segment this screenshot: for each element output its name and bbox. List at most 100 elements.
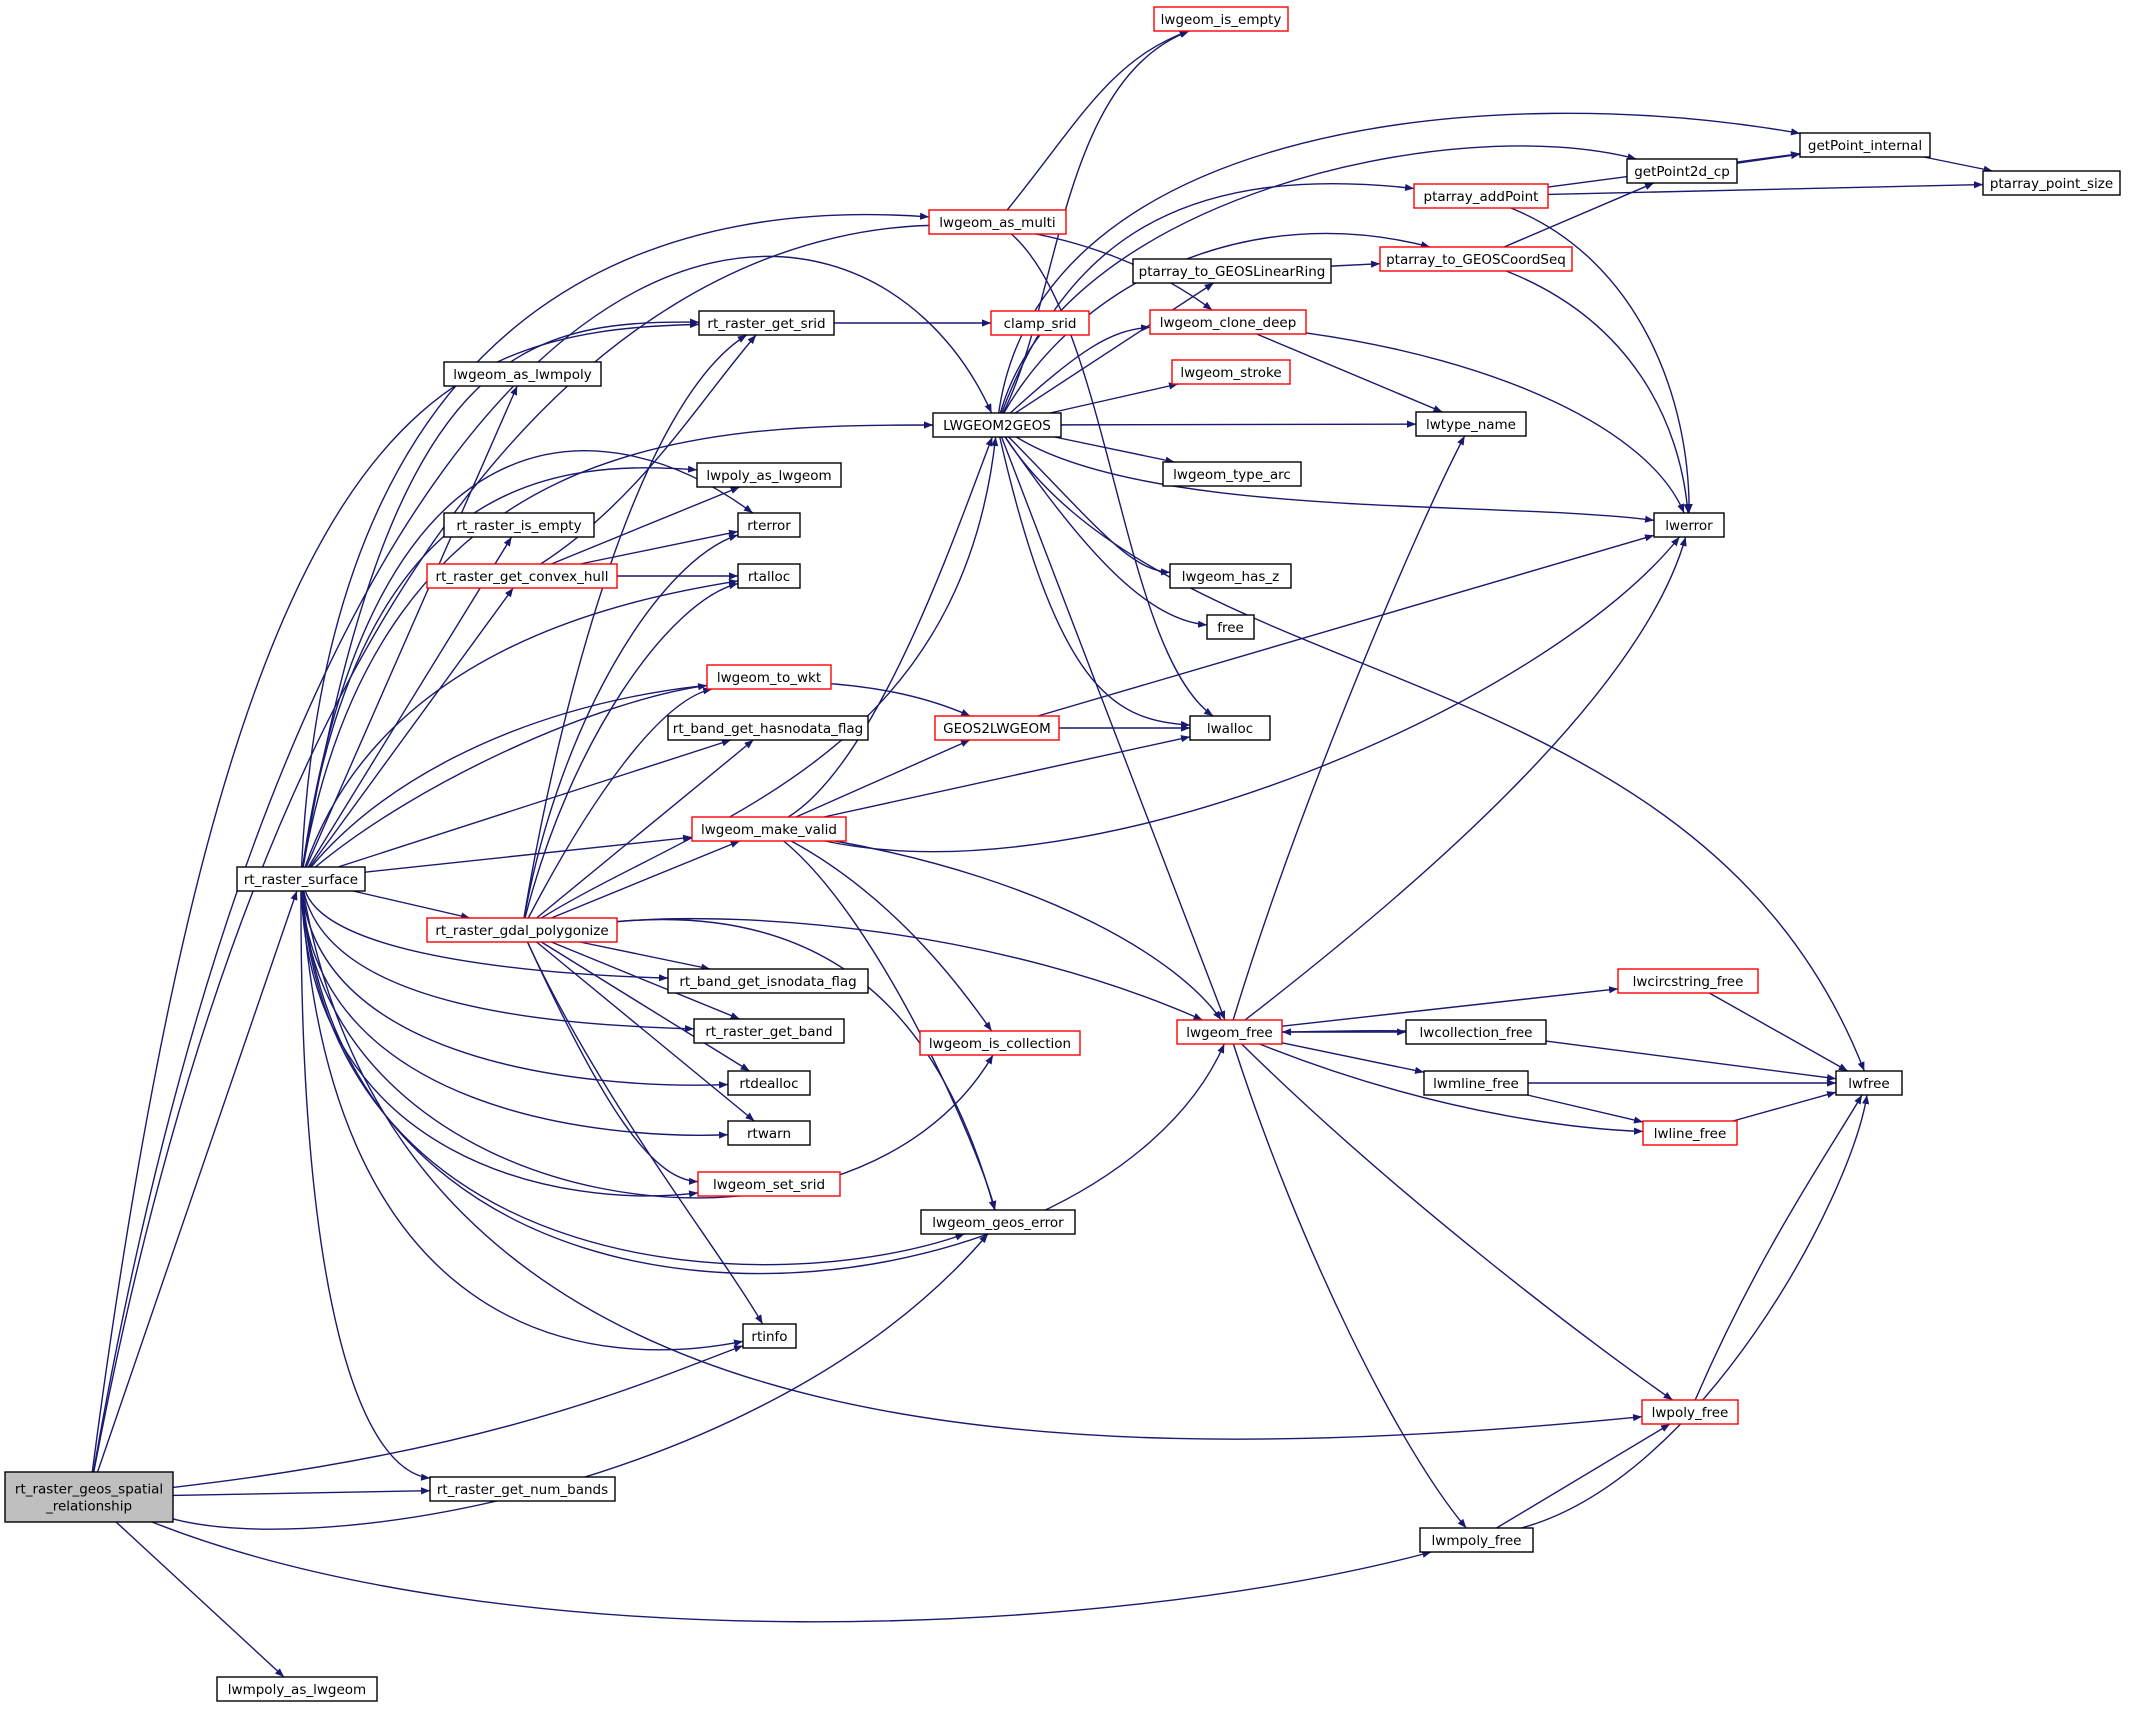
- node-box-lwerror: [1653, 512, 1725, 538]
- node-box-is_empty: [1153, 6, 1289, 32]
- edge-gdal_polygonize-to-make_valid: [551, 840, 740, 919]
- node-lwpoly_as_lwgeom[interactable]: lwpoly_as_lwgeom: [696, 462, 842, 488]
- edge-make_valid-to-is_collection: [790, 840, 993, 1032]
- node-lwmpoly_free[interactable]: lwmpoly_free: [1419, 1527, 1534, 1553]
- node-as_multi[interactable]: lwgeom_as_multi: [928, 209, 1067, 235]
- node-geos_error[interactable]: lwgeom_geos_error: [920, 1209, 1076, 1235]
- edge-surface-to-lwgeom2geos: [302, 421, 934, 868]
- node-layer: rt_raster_geos_spatial_relationship rt_ra…: [4, 6, 2121, 1702]
- node-box-surface: [236, 866, 366, 892]
- node-rtalloc[interactable]: rtalloc: [737, 563, 801, 589]
- node-label-lwtype_name: lwtype_name: [1426, 417, 1516, 433]
- node-rtwarn[interactable]: rtwarn: [727, 1120, 811, 1146]
- node-make_valid[interactable]: lwgeom_make_valid: [691, 816, 847, 842]
- edge-gdal_polygonize-to-rterror: [523, 534, 739, 919]
- node-lwalloc[interactable]: lwalloc: [1189, 715, 1271, 741]
- node-label-free: free: [1217, 620, 1244, 636]
- edge-convex_hull-to-rterror: [579, 529, 739, 565]
- node-lwgeom_has_z[interactable]: lwgeom_has_z: [1169, 563, 1292, 589]
- node-label-rtinfo: rtinfo: [751, 1329, 787, 1345]
- node-set_srid[interactable]: lwgeom_set_srid: [697, 1171, 841, 1197]
- node-get_srid[interactable]: rt_raster_get_srid: [698, 310, 835, 336]
- node-lwcircstring_free[interactable]: lwcircstring_free: [1617, 968, 1759, 994]
- edge-lwgeom2geos-to-free: [1004, 436, 1208, 628]
- node-as_lwmpoly[interactable]: lwgeom_as_lwmpoly: [443, 361, 602, 387]
- node-get_band[interactable]: rt_raster_get_band: [693, 1018, 845, 1044]
- node-ptarray_addpoint[interactable]: ptarray_addPoint: [1413, 183, 1549, 209]
- node-lwline_free[interactable]: lwline_free: [1642, 1120, 1738, 1146]
- node-label-getpoint2d_cp: getPoint2d_cp: [1634, 164, 1730, 180]
- node-box-lwgeom_stroke: [1171, 359, 1291, 385]
- node-label-lwgeom_type_arc: lwgeom_type_arc: [1173, 467, 1291, 483]
- node-label-ptarray_linear_ring: ptarray_to_GEOSLinearRing: [1139, 264, 1326, 280]
- edge-make_valid-to-lwgeom_free: [834, 840, 1222, 1021]
- node-lwerror[interactable]: lwerror: [1653, 512, 1725, 538]
- node-gdal_polygonize[interactable]: rt_raster_gdal_polygonize: [426, 917, 618, 943]
- edge-lwgeom_free-to-lwline_free: [1259, 1043, 1644, 1135]
- node-convex_hull[interactable]: rt_raster_get_convex_hull: [426, 563, 618, 589]
- node-getpoint2d_cp[interactable]: getPoint2d_cp: [1626, 158, 1738, 184]
- node-surface[interactable]: rt_raster_surface: [236, 866, 366, 892]
- node-rtinfo[interactable]: rtinfo: [742, 1323, 797, 1349]
- node-lwmpoly_as_lwgeom[interactable]: lwmpoly_as_lwgeom: [216, 1676, 378, 1702]
- node-is_collection[interactable]: lwgeom_is_collection: [919, 1030, 1081, 1056]
- node-ptarray_linear_ring[interactable]: ptarray_to_GEOSLinearRing: [1132, 258, 1332, 284]
- node-label-lwgeom_has_z: lwgeom_has_z: [1182, 569, 1280, 585]
- node-label-rtdealloc: rtdealloc: [739, 1076, 798, 1092]
- edge-ptarray_coordseq-to-getpoint2d_cp: [1503, 182, 1655, 248]
- node-rterror[interactable]: rterror: [737, 512, 801, 538]
- edge-layer: [91, 30, 1993, 1678]
- node-box-lwpoly_free: [1641, 1399, 1739, 1425]
- node-box-ptarray_point_size: [1982, 170, 2121, 196]
- edge-getpoint_internal-to-ptarray_point_size: [1923, 156, 1993, 173]
- node-lwgeom2geos[interactable]: LWGEOM2GEOS: [932, 412, 1062, 438]
- node-clamp_srid[interactable]: clamp_srid: [990, 310, 1090, 336]
- node-root: rt_raster_geos_spatial_relationship: [4, 1471, 174, 1523]
- node-lwpoly_free[interactable]: lwpoly_free: [1641, 1399, 1739, 1425]
- node-lwgeom_type_arc[interactable]: lwgeom_type_arc: [1162, 461, 1302, 487]
- edge-surface-to-gdal_polygonize: [352, 890, 471, 920]
- node-lwgeom_free[interactable]: lwgeom_free: [1176, 1019, 1283, 1045]
- edge-surface-to-get_srid: [302, 318, 700, 868]
- node-box-lwcollection_free: [1405, 1019, 1547, 1045]
- node-lwmline_free[interactable]: lwmline_free: [1423, 1070, 1529, 1096]
- node-is_empty[interactable]: lwgeom_is_empty: [1153, 6, 1289, 32]
- node-getpoint_internal[interactable]: getPoint_internal: [1799, 132, 1931, 158]
- edge-surface-to-as_multi: [300, 212, 930, 868]
- node-get_num_bands[interactable]: rt_raster_get_num_bands: [429, 1476, 616, 1502]
- node-lwcollection_free[interactable]: lwcollection_free: [1405, 1019, 1547, 1045]
- node-rtdealloc[interactable]: rtdealloc: [727, 1070, 811, 1096]
- node-label-get_num_bands: rt_raster_get_num_bands: [437, 1482, 608, 1498]
- edge-ptarray_addpoint-to-lwerror: [1510, 207, 1693, 514]
- node-lwgeom_stroke[interactable]: lwgeom_stroke: [1171, 359, 1291, 385]
- edge-lwcollection_free-to-lwfree: [1545, 1040, 1837, 1082]
- node-box-hasnodata: [667, 715, 869, 741]
- node-label-lwgeom_stroke: lwgeom_stroke: [1180, 365, 1281, 381]
- node-label-lwgeom_free: lwgeom_free: [1186, 1025, 1272, 1041]
- edge-gdal_polygonize-to-lwgeom_free: [616, 917, 1203, 1021]
- node-label-lwmpoly_as_lwgeom: lwmpoly_as_lwgeom: [228, 1682, 366, 1698]
- node-hasnodata[interactable]: rt_band_get_hasnodata_flag: [667, 715, 869, 741]
- node-ptarray_coordseq[interactable]: ptarray_to_GEOSCoordSeq: [1379, 246, 1573, 272]
- node-isnodata[interactable]: rt_band_get_isnodata_flag: [667, 968, 869, 994]
- node-clone_deep[interactable]: lwgeom_clone_deep: [1149, 309, 1307, 335]
- edge-make_valid-to-geos2lwgeom: [795, 739, 971, 818]
- node-label-gdal_polygonize: rt_raster_gdal_polygonize: [435, 923, 608, 939]
- node-lwtype_name[interactable]: lwtype_name: [1415, 411, 1527, 437]
- node-to_wkt[interactable]: lwgeom_to_wkt: [706, 664, 832, 690]
- node-label-geos_error: lwgeom_geos_error: [932, 1215, 1064, 1231]
- node-box-ptarray_addpoint: [1413, 183, 1549, 209]
- node-lwfree[interactable]: lwfree: [1835, 1070, 1903, 1096]
- node-free[interactable]: free: [1206, 614, 1255, 640]
- node-geos2lwgeom[interactable]: GEOS2LWGEOM: [934, 715, 1060, 741]
- node-box-as_lwmpoly: [443, 361, 602, 387]
- node-label-set_srid: lwgeom_set_srid: [713, 1177, 825, 1193]
- edge-surface-to-get_band: [302, 890, 695, 1033]
- node-label-get_srid: rt_raster_get_srid: [707, 316, 825, 332]
- node-box-geos2lwgeom: [934, 715, 1060, 741]
- edge-lwgeom_free-to-lwmline_free: [1281, 1042, 1425, 1074]
- edge-lwmpoly_free-to-lwfree: [1521, 1094, 1870, 1529]
- node-ptarray_point_size[interactable]: ptarray_point_size: [1982, 170, 2121, 196]
- node-is_empty_r[interactable]: rt_raster_is_empty: [443, 512, 595, 538]
